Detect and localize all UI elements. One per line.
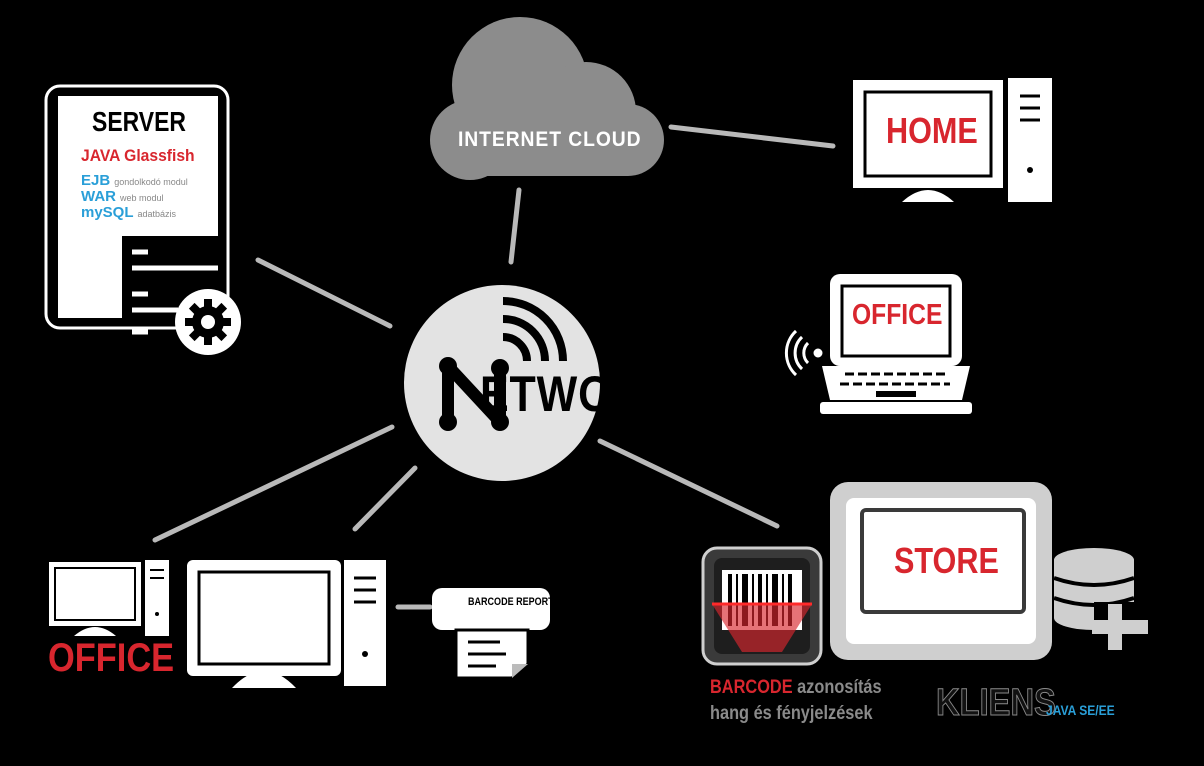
office-left-label: OFFICE (48, 636, 175, 680)
network-label: ETWORK (480, 366, 677, 422)
link-server-hub (255, 257, 393, 329)
wifi-icon (784, 329, 823, 377)
desktop-icon (49, 560, 169, 636)
server-icon (44, 84, 230, 335)
printer-label: BARCODE REPORTS (468, 596, 560, 608)
connection-lines (152, 124, 836, 610)
tablet-icon (830, 482, 1052, 660)
store-label: STORE (894, 540, 999, 581)
network-logo-icon (439, 297, 567, 431)
barcode-caption-rest: azonosítás (792, 677, 882, 698)
desktop-icon (853, 78, 1052, 202)
client-label: KLIENS (936, 682, 1057, 725)
barcode-caption-line2: hang és fényjelzések (710, 703, 873, 724)
desktop-icon (187, 560, 386, 688)
barcode-caption: BARCODE azonosítás (710, 677, 882, 699)
barcode-highlight: BARCODE (710, 677, 793, 698)
link-hub-office-left (152, 424, 395, 543)
client-sublabel: JAVA SE/EE (1046, 702, 1115, 718)
gear-icon (175, 289, 241, 355)
barcode-scanner-icon (701, 546, 823, 666)
printer-icon (432, 588, 550, 680)
link-cloud-hub (508, 187, 522, 265)
server-title: SERVER (92, 106, 187, 137)
link-hub-store (597, 438, 780, 529)
laptop-icon (820, 274, 972, 414)
database-plus-icon (1053, 548, 1152, 650)
home-label: HOME (886, 110, 978, 151)
server-subtitle: JAVA Glassfish (81, 146, 195, 165)
link-hub-office-pc (352, 465, 418, 532)
cloud-icon (430, 17, 664, 180)
office-laptop-label: OFFICE (852, 299, 943, 331)
cloud-label: INTERNET CLOUD (458, 128, 642, 151)
link-cloud-home (668, 124, 836, 149)
